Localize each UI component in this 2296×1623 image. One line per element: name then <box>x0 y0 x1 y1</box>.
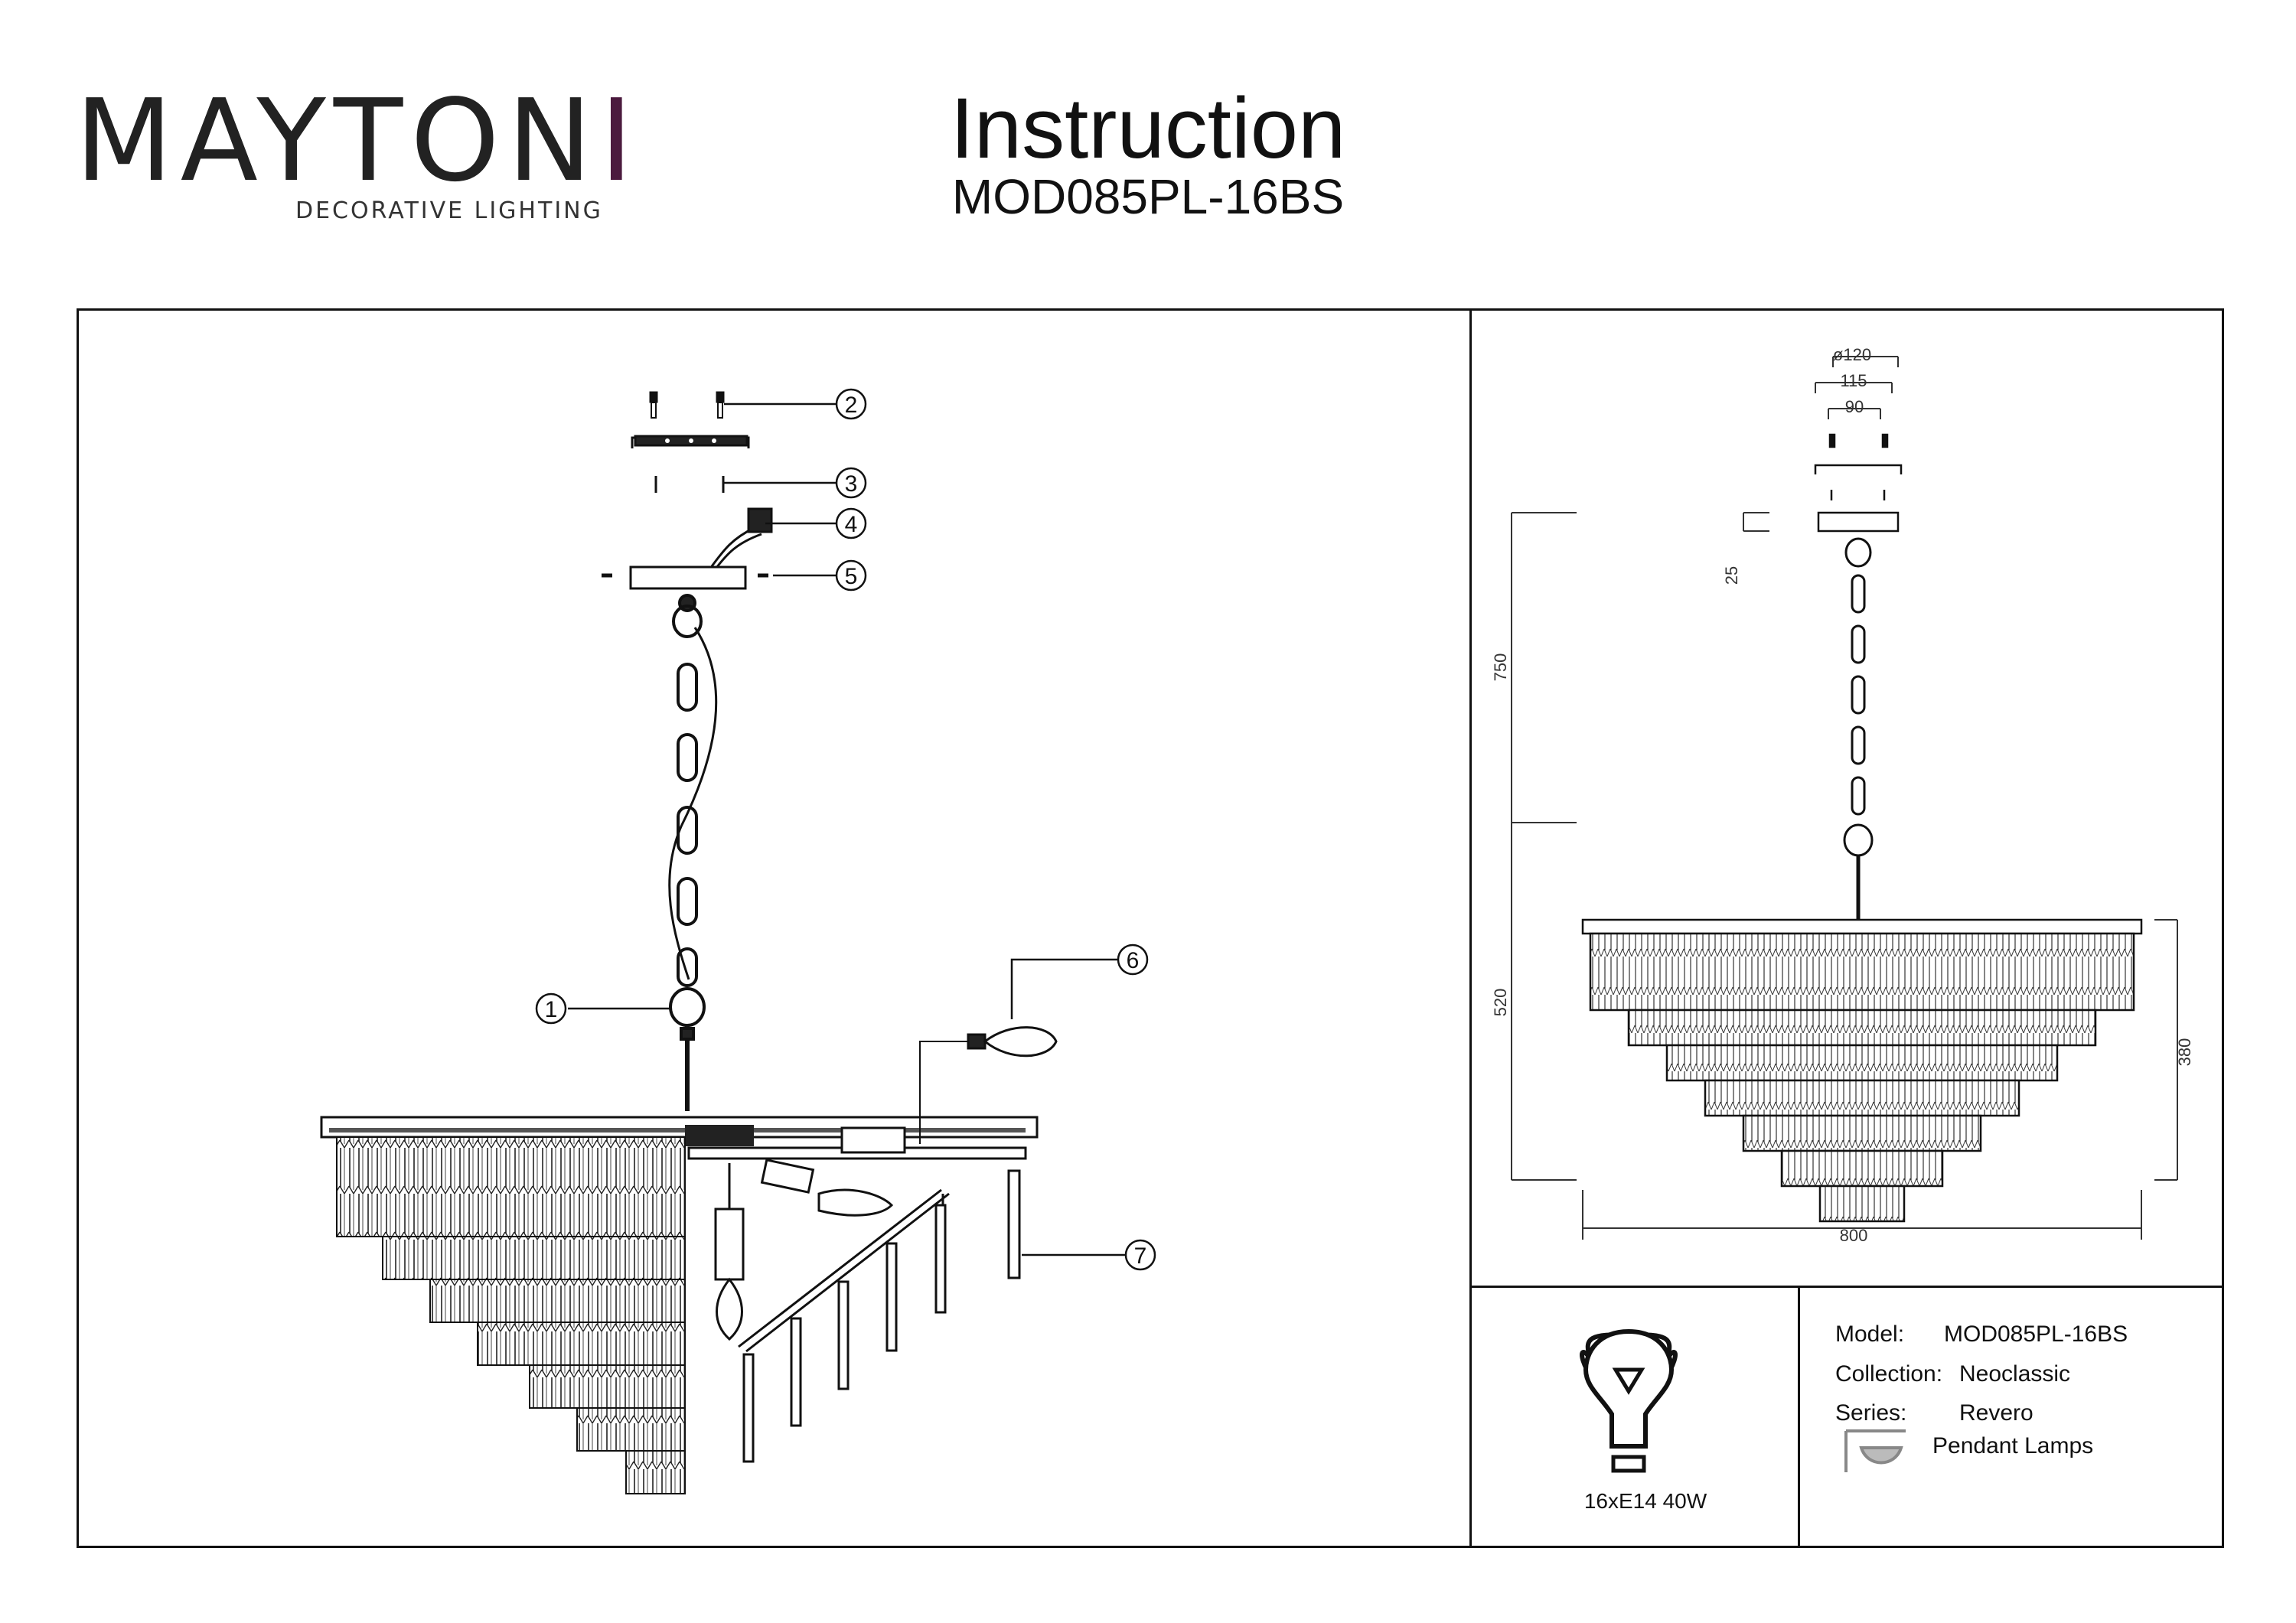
callout-7: 7 <box>1134 1243 1147 1269</box>
inner-sockets <box>714 1126 906 1341</box>
spec-collection-value: Neoclassic <box>1959 1361 2071 1387</box>
pendant-lamp-icon <box>1844 1429 1906 1472</box>
bulb-spec: 16xE14 40W <box>1583 1489 1707 1513</box>
callout-5: 5 <box>845 564 858 589</box>
crystal-rods <box>738 1169 1021 1463</box>
spec-model-value: MOD085PL-16BS <box>1944 1322 2128 1347</box>
spec-collection-label: Collection: <box>1835 1361 1943 1387</box>
callouts <box>535 388 1156 1271</box>
spec-series-value: Revero <box>1959 1400 2033 1426</box>
dim-screw-spacing: 90 <box>1845 397 1864 416</box>
spec-type-value: Pendant Lamps <box>1932 1433 2094 1458</box>
frame-divider-info <box>1798 1286 1800 1548</box>
dim-crystal-height: 380 <box>2175 1038 2194 1067</box>
wire-connector <box>710 507 773 569</box>
mount-screws <box>649 391 725 419</box>
callout-3: 3 <box>845 471 858 497</box>
brand-logo: MAYTONI <box>75 84 641 197</box>
spec-model-label: Model: <box>1835 1322 1905 1347</box>
callout-6: 6 <box>1127 948 1140 973</box>
callout-1: 1 <box>545 997 558 1022</box>
dim-mount-width: 115 <box>1840 371 1867 390</box>
dimension-drawing: ø120 115 90 800 750 520 25 380 <box>1491 345 2194 1245</box>
callout-2: 2 <box>845 393 858 418</box>
crystal-tiers <box>336 1136 686 1494</box>
bracket-screws <box>654 476 725 493</box>
frame-divider-horizontal <box>1469 1286 2224 1288</box>
light-bulb-icon <box>1580 1328 1678 1473</box>
mounting-bracket <box>631 435 750 448</box>
dim-canopy-diameter: ø120 <box>1833 345 1871 364</box>
drawing-frame <box>77 308 2224 1548</box>
dim-chain-length: 750 <box>1491 653 1510 682</box>
callout-4: 4 <box>845 512 858 537</box>
dim-body-height: 520 <box>1491 989 1510 1017</box>
page-model-number: MOD085PL-16BS <box>951 169 1345 224</box>
dim-width: 800 <box>1840 1226 1868 1245</box>
brand-name: MAYTON <box>75 75 600 207</box>
canopy <box>602 565 768 590</box>
spec-series-label: Series: <box>1835 1400 1907 1426</box>
dim-canopy-height: 25 <box>1722 566 1741 585</box>
page-title: Instruction <box>950 80 1346 176</box>
brand-name-accent: I <box>599 75 641 207</box>
suspension-chain <box>668 594 718 1111</box>
e14-candle-bulb <box>919 1026 1058 1144</box>
chandelier-frame <box>320 1116 1039 1160</box>
brand-tagline: DECORATIVE LIGHTING <box>295 197 603 224</box>
frame-divider-vertical <box>1469 308 1472 1548</box>
